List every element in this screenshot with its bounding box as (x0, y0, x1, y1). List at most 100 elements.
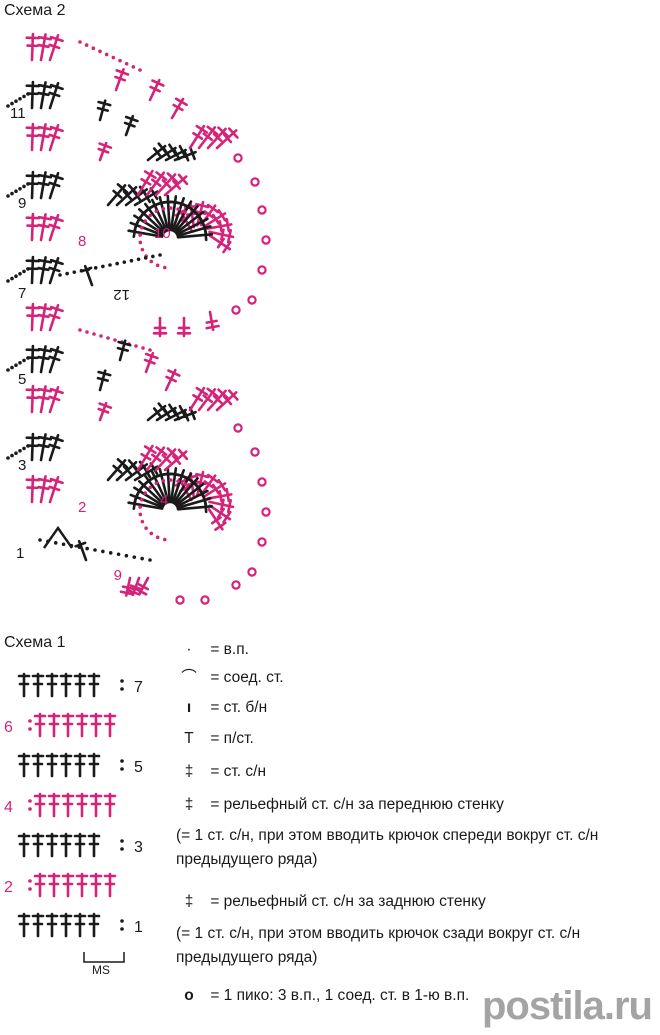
chain-dot (85, 330, 89, 334)
stitch-symbol (208, 234, 232, 254)
legend-bpdc: ‡ = рельефный ст. с/н за заднюю стенку (176, 892, 486, 912)
picot-icon: o (184, 987, 194, 1004)
chain-dot (18, 272, 22, 276)
stitch-symbol (176, 228, 214, 242)
picot-symbol (250, 447, 260, 457)
chain-dot (134, 344, 138, 348)
stitch-symbol (97, 401, 113, 422)
stitch-symbol (154, 447, 178, 472)
stitch-symbol (176, 500, 214, 514)
stitch-symbol (136, 169, 157, 197)
stitch-symbol (205, 310, 220, 332)
row-number-label: 3 (18, 457, 26, 474)
stitch-symbol (206, 126, 229, 150)
chain-dot (28, 879, 32, 883)
stitch-symbol (123, 114, 139, 137)
chain-dot (148, 485, 152, 490)
scheme-2-title: Схема 2 (4, 2, 66, 19)
chain-dot (98, 49, 102, 54)
chain-dot (101, 549, 105, 554)
stitch-symbol (31, 912, 45, 938)
stitch-symbol (75, 792, 89, 818)
front-post-dc-icon: ‡ (184, 796, 194, 813)
stitch-symbol (126, 576, 142, 597)
stitch-symbol (87, 752, 101, 778)
stitch-symbol (170, 97, 188, 120)
chain-dot (168, 478, 173, 482)
stitch-symbol (75, 712, 89, 738)
chain-dot (149, 531, 154, 536)
stitch-symbol (31, 672, 45, 698)
chain-dot (138, 233, 142, 237)
repeat-label: MS (92, 963, 110, 977)
stitch-symbol (163, 173, 189, 197)
stitch-symbol (31, 752, 45, 778)
picot-symbol (257, 265, 267, 275)
stitch-symbol (47, 872, 61, 898)
stitch-symbol (97, 141, 113, 162)
stitch-symbol (17, 832, 31, 858)
stitch-symbol (59, 672, 73, 698)
stitch-symbol (59, 832, 73, 858)
chain-dot (26, 267, 30, 271)
chain-dot (140, 225, 144, 230)
row-number-label: 6 (114, 566, 122, 583)
chain-dot (140, 497, 144, 502)
stitch-symbol (73, 752, 87, 778)
chain-dot (92, 332, 96, 336)
stitch-symbol (45, 672, 59, 698)
chain-dot (120, 919, 124, 923)
picot-symbol (261, 235, 271, 245)
stitch-symbol (114, 68, 130, 92)
chain-dot (141, 346, 145, 350)
row-number-label: 1 (134, 919, 143, 936)
chain-dot (154, 209, 159, 214)
picot-symbol (231, 580, 241, 590)
chain-dot (22, 269, 26, 274)
stitch-symbol (106, 458, 129, 482)
legend-text: = п/ст. (210, 730, 254, 747)
chain-dot (124, 61, 129, 66)
chain-dot (120, 839, 124, 843)
chain-dot (106, 336, 110, 340)
legend-sc: ı = ст. б/н (176, 698, 267, 718)
row-number-label: 1 (16, 545, 24, 562)
legend-text: = в.п. (210, 641, 249, 658)
chain-dot (26, 356, 30, 360)
picot-symbol (257, 537, 267, 547)
stitch-symbol (48, 475, 64, 504)
chain-dot (26, 92, 30, 96)
chain-dot (176, 479, 180, 483)
row-number-label: 5 (134, 759, 143, 776)
stitch-symbol (145, 171, 168, 197)
chain-dot (22, 94, 26, 99)
picot-symbol (231, 305, 241, 315)
stitch-symbol (31, 832, 45, 858)
legend-chain: · = в.п. (176, 640, 249, 660)
chain-dot (28, 887, 32, 891)
chain-dot (26, 182, 30, 186)
stitch-symbol (96, 369, 112, 392)
chain-dot (162, 537, 167, 542)
stitch-symbol (37, 475, 53, 504)
stitch-symbol (103, 712, 117, 738)
stitch-symbol (73, 672, 87, 698)
legend-dc: ‡ = ст. с/н (176, 762, 266, 782)
stitch-symbol (73, 912, 87, 938)
stitch-symbol (119, 576, 135, 597)
chain-dot (138, 512, 143, 517)
stitch-symbol (25, 122, 41, 152)
stitch-symbol (73, 832, 87, 858)
chain-dot (22, 184, 26, 189)
chain-dot (18, 97, 22, 101)
scheme-1-title: Схема 1 (4, 634, 66, 651)
legend-text: = 1 пико: 3 в.п., 1 соед. ст. в 1-ю в.п. (210, 987, 470, 1004)
picot-symbol (261, 507, 271, 517)
stitch-symbol (87, 912, 101, 938)
row-number-label: 4 (160, 492, 168, 509)
stitch-symbol (37, 385, 53, 414)
chain-dot (6, 104, 10, 108)
watermark-logo: postila.ru (481, 984, 653, 1028)
stitch-symbol (37, 433, 53, 462)
chain-dot (155, 263, 160, 268)
